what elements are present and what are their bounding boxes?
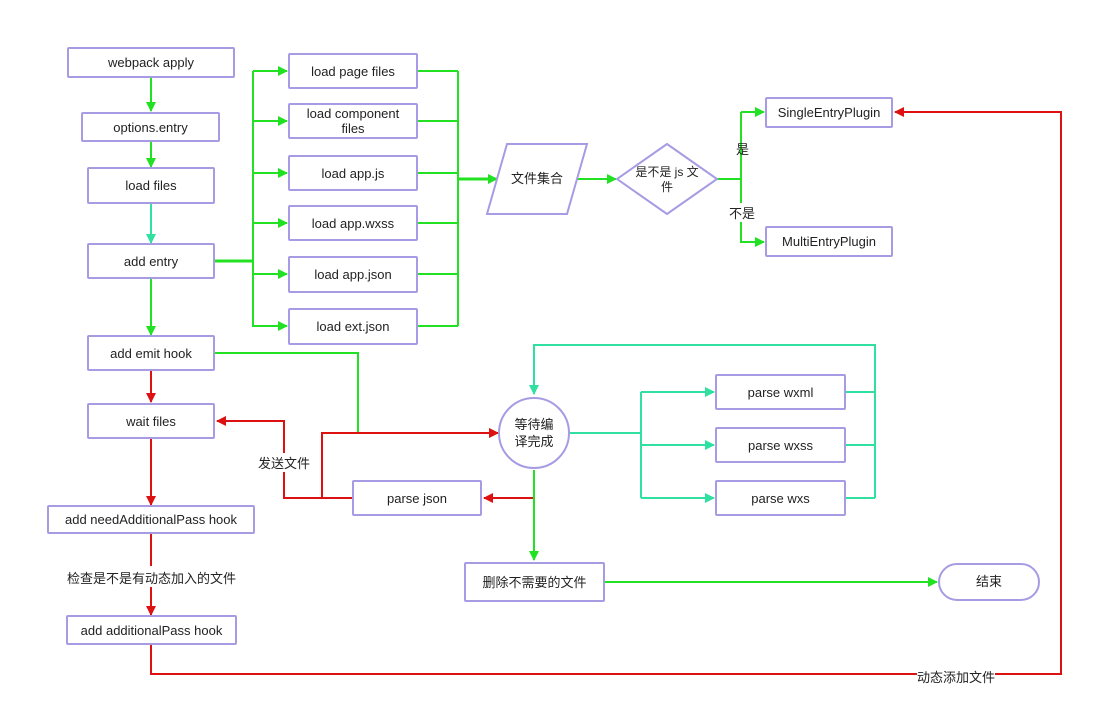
decision-shape	[615, 142, 719, 216]
node-wait-files: wait files	[87, 403, 215, 439]
node-load-files: load files	[87, 167, 215, 204]
node-file-collection: 文件集合	[510, 171, 563, 186]
edge-label-no: 不是	[729, 203, 756, 222]
end-shape	[938, 563, 1040, 601]
node-load-ext-json: load ext.json	[288, 308, 418, 345]
node-parse-wxs: parse wxs	[715, 480, 846, 516]
wait-compile-shape	[498, 397, 570, 469]
file-collection-shape	[485, 143, 589, 215]
node-load-app-wxss: load app.wxss	[288, 205, 418, 241]
node-load-app-js: load app.js	[288, 155, 418, 191]
node-load-page-files: load page files	[288, 53, 418, 89]
edge-parse-loop-back	[529, 344, 876, 498]
edge-label-send-files: 发送文件	[258, 453, 311, 472]
edge-label-dynamic-add: 动态添加文件	[917, 667, 996, 686]
node-add-need-additional-pass-hook: add needAdditionalPass hook	[47, 505, 255, 534]
node-wait-compile: 等待编译完成	[514, 417, 554, 449]
node-add-additional-pass-hook: add additionalPass hook	[66, 615, 237, 645]
edge-additionalpass-to-singleentry	[150, 107, 1062, 675]
edge-waitcompile-to-parsejson	[483, 470, 535, 503]
edge-parsejson-to-waitcompile	[321, 428, 499, 499]
node-parse-wxss: parse wxss	[715, 427, 846, 463]
node-options-entry: options.entry	[81, 112, 220, 142]
node-add-entry: add entry	[87, 243, 215, 279]
edge-label-check-dynamic: 检查是不是有动态加入的文件	[67, 568, 237, 587]
node-single-entry-plugin: SingleEntryPlugin	[765, 97, 893, 128]
node-load-app-json: load app.json	[288, 256, 418, 293]
node-delete-unneeded-files: 删除不需要的文件	[464, 562, 605, 602]
node-webpack-apply: webpack apply	[67, 47, 235, 78]
node-add-emit-hook: add emit hook	[87, 335, 215, 371]
node-is-js-file: 是不是 js 文件	[635, 165, 699, 194]
node-multi-entry-plugin: MultiEntryPlugin	[765, 226, 893, 257]
node-parse-wxml: parse wxml	[715, 374, 846, 410]
edge-label-yes: 是	[736, 142, 750, 157]
node-parse-json: parse json	[352, 480, 482, 516]
node-end: 结束	[975, 574, 1002, 589]
node-load-component-files: load component files	[288, 103, 418, 139]
